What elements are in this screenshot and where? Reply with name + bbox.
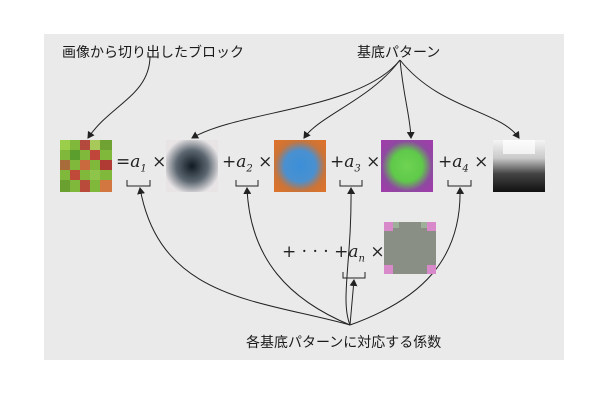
arrow-block [87,55,151,139]
basis-tile-4 [493,140,545,192]
bracket-a3 [339,180,363,187]
basis-patterns-label: 基底パターン [357,45,441,61]
term-a2: +a2 × [222,152,273,175]
basis-tile-n [384,222,436,274]
term-a1: =a1 × [116,152,167,175]
basis-tile-3 [381,140,433,192]
arrow-coef-2 [243,187,351,326]
bracket-a2 [235,180,259,187]
bracket-an [342,272,366,279]
term-a4: +a4 × [438,152,489,175]
bracket-a4 [447,180,472,187]
image-block-tile [60,140,112,192]
arrow-basis-4 [399,59,520,139]
basis-tile-1 [166,140,218,192]
arrow-basis-3 [399,59,415,139]
arrow-basis-1 [191,59,401,139]
image-block-label: 画像から切り出したブロック [62,45,244,61]
arrow-coef-4 [349,187,465,326]
term-an: + · · · +an × [282,242,385,265]
coefficients-label: 各基底パターンに対応する係数 [246,335,442,351]
diagram-panel [44,34,564,360]
arrow-coef-n [349,279,358,326]
arrow-coef-1 [137,187,351,326]
basis-tile-2 [274,140,326,192]
arrow-coef-3 [345,187,356,326]
arrow-basis-2 [303,59,401,139]
term-a3: +a3 × [330,152,381,175]
bracket-a1 [126,180,151,187]
